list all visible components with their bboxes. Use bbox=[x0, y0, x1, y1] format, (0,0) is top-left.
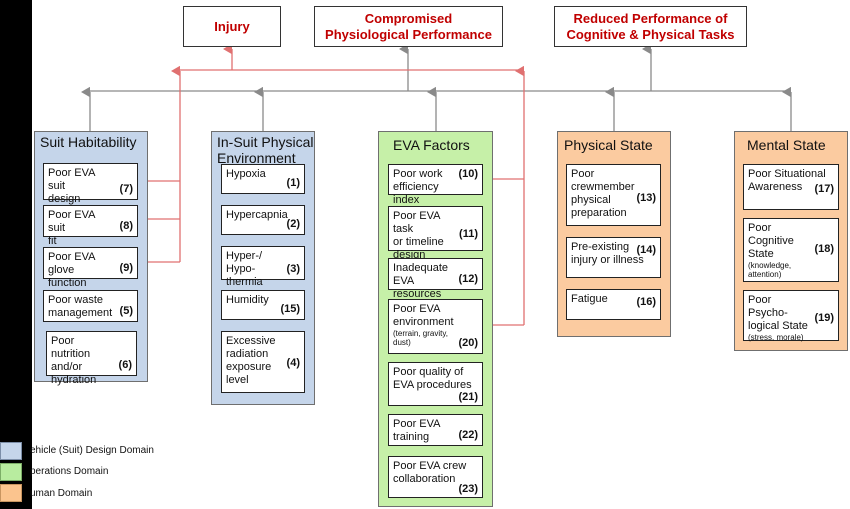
risk-item: Poor quality of EVA procedures(21) bbox=[388, 362, 483, 406]
risk-item-note: (knowledge, attention) bbox=[748, 261, 792, 279]
risk-item: Poor waste management(5) bbox=[43, 290, 138, 322]
risk-item: Hyper-/ Hypo- thermia(3) bbox=[221, 246, 305, 288]
risk-item-note: (terrain, gravity, dust) bbox=[393, 329, 448, 347]
risk-item: Hypercapnia(2) bbox=[221, 205, 305, 235]
risk-item: Poor EVA environment (terrain, gravity, … bbox=[388, 299, 483, 354]
risk-item: Pre-existing injury or illness(14) bbox=[566, 237, 661, 278]
risk-item: Poor EVA task or timeline design(11) bbox=[388, 206, 483, 261]
risk-item: Fatigue(16) bbox=[566, 289, 661, 320]
risk-item: Poor Situational Awareness(17) bbox=[743, 164, 839, 210]
risk-item: Poor EVA suit fit(8) bbox=[43, 205, 138, 247]
legend-label-human: uman Domain bbox=[30, 488, 93, 499]
risk-item: Poor nutrition and/or hydration(6) bbox=[46, 331, 137, 386]
panel-title: Mental State bbox=[747, 137, 826, 153]
risk-item: Poor Psycho- logical State (stress, mora… bbox=[743, 290, 839, 342]
risk-item: Poor crewmember physical preparation(13) bbox=[566, 164, 661, 226]
legend-swatch-human bbox=[0, 484, 22, 502]
panel-title: Physical State bbox=[564, 137, 653, 153]
risk-item: Inadequate EVA resources(12) bbox=[388, 258, 483, 300]
risk-item: Poor EVA crew collaboration(23) bbox=[388, 456, 483, 498]
risk-item: Poor Cognitive State (knowledge, attenti… bbox=[743, 218, 839, 282]
legend-swatch-operations bbox=[0, 463, 22, 481]
panel-title: In-Suit Physical Environment bbox=[217, 134, 314, 166]
risk-item: Poor EVA training(22) bbox=[388, 414, 483, 446]
risk-item: Poor EVA suit design(7) bbox=[43, 163, 138, 205]
risk-item: Hypoxia(1) bbox=[221, 164, 305, 194]
legend-label-vehicle: ehicle (Suit) Design Domain bbox=[30, 445, 154, 456]
risk-item: Humidity(15) bbox=[221, 290, 305, 320]
legend-swatch-vehicle bbox=[0, 442, 22, 460]
outcome-cognitive: Reduced Performance of Cognitive & Physi… bbox=[554, 6, 747, 47]
outcome-physiological: Compromised Physiological Performance bbox=[314, 6, 503, 47]
panel-title: EVA Factors bbox=[393, 137, 470, 153]
risk-item: Poor work efficiency index(10) bbox=[388, 164, 483, 206]
risk-item: Poor EVA glove function(9) bbox=[43, 247, 138, 289]
risk-item-note: (stress, morale) bbox=[748, 333, 804, 342]
outcome-injury: Injury bbox=[183, 6, 281, 47]
panel-title: Suit Habitability bbox=[40, 134, 137, 150]
left-black-bar bbox=[0, 0, 32, 509]
risk-item: Excessive radiation exposure level(4) bbox=[221, 331, 305, 393]
legend-label-operations: perations Domain bbox=[30, 466, 109, 477]
